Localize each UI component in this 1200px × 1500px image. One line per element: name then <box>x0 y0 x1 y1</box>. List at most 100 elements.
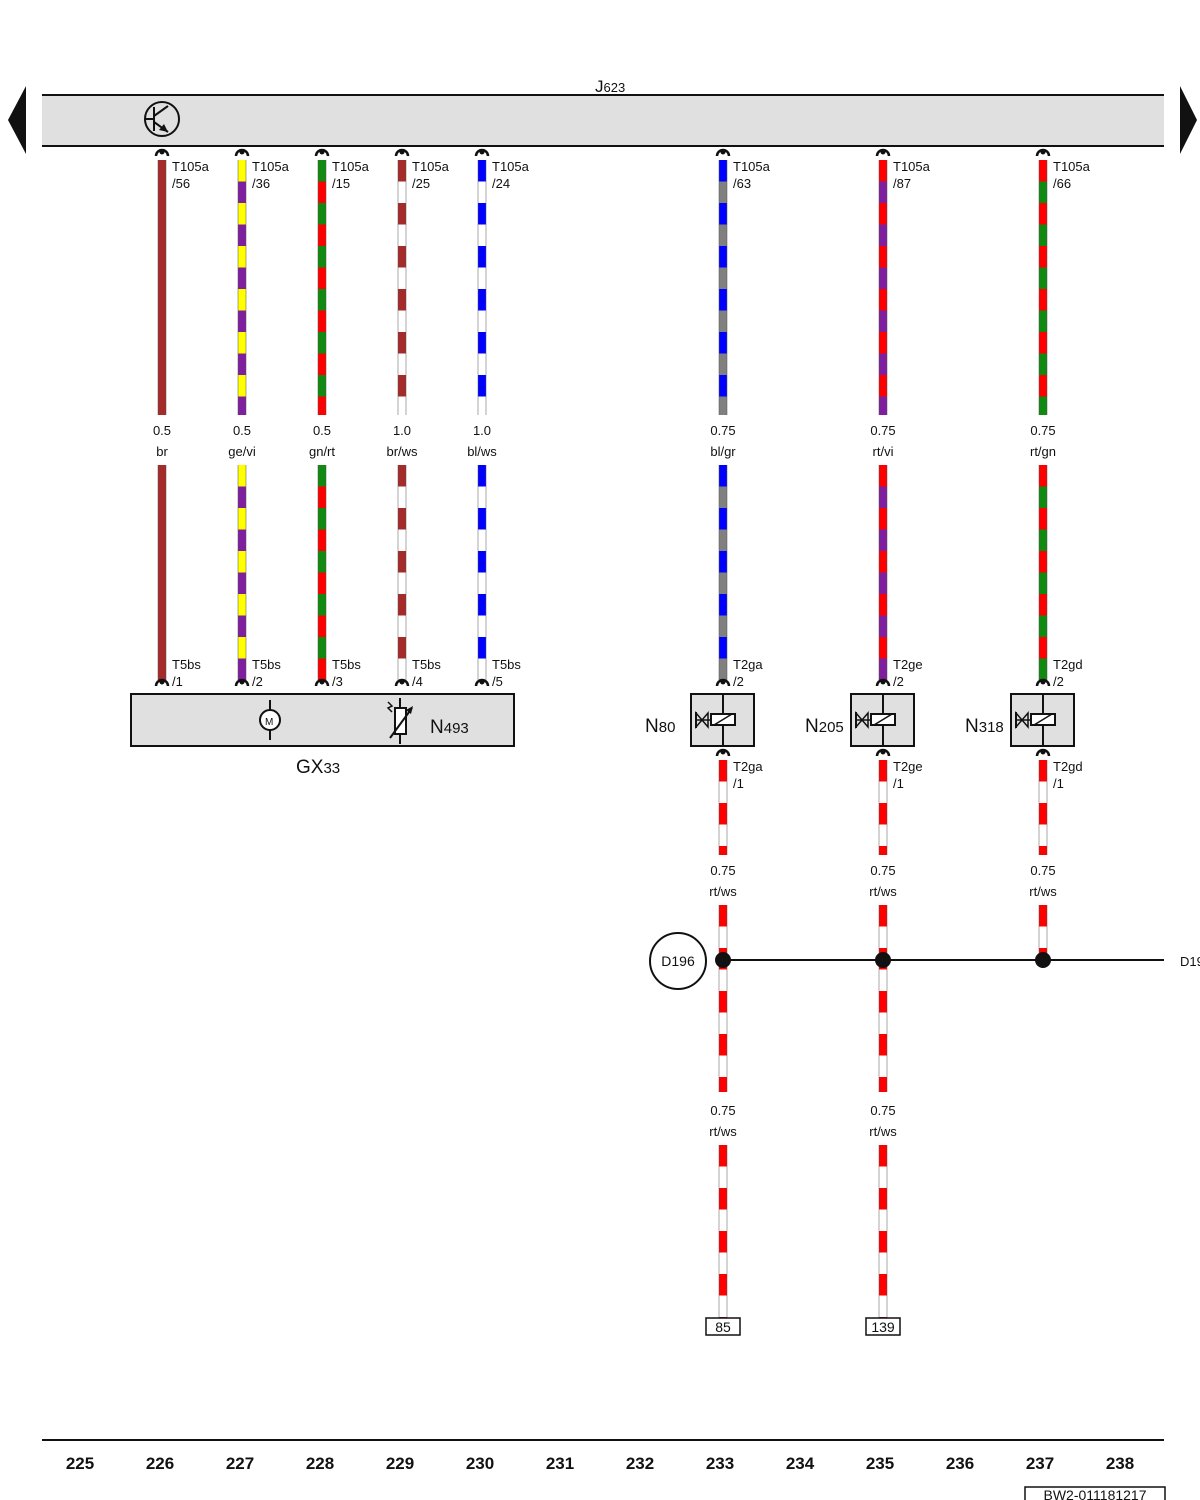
wire-color-label: ge/vi <box>228 444 256 459</box>
top-pin-label: /24 <box>492 176 510 191</box>
wire-size-label: 0.75 <box>710 1103 735 1118</box>
valve-pin-label: /1 <box>893 776 904 791</box>
wire-color-label: rt/gn <box>1030 444 1056 459</box>
wire-size-label: 0.75 <box>870 863 895 878</box>
control-unit-j623: J623 <box>42 77 1164 147</box>
top-pin-label: /56 <box>172 176 190 191</box>
top-pin-label: /15 <box>332 176 350 191</box>
column-number: 227 <box>226 1454 254 1473</box>
column-number: 229 <box>386 1454 414 1473</box>
reference-box-139[interactable]: 139 <box>865 1317 901 1336</box>
wire-size-label: 1.0 <box>473 423 491 438</box>
solenoid-valve-icon <box>1015 694 1056 746</box>
column-number: 234 <box>786 1454 815 1473</box>
junction-d196: D196 D19 <box>649 932 1200 990</box>
valve-label-n80: N80 <box>645 716 675 737</box>
wire-color-label: br <box>156 444 168 459</box>
bottom-pin-label: /2 <box>1053 674 1064 689</box>
wire-size-label: 0.75 <box>710 423 735 438</box>
motor-unit-label: GX33 <box>296 757 340 778</box>
top-connector-label: T105a <box>492 159 530 174</box>
potentiometer-icon <box>386 698 413 744</box>
valve-label-n205: N205 <box>805 716 844 737</box>
transistor-icon <box>144 101 180 137</box>
column-number: 235 <box>866 1454 894 1473</box>
bottom-connector-label: T2gd <box>1053 657 1083 672</box>
top-pin-label: /87 <box>893 176 911 191</box>
valve-n318: N318 <box>965 693 1075 747</box>
next-page-arrow-icon[interactable] <box>1180 86 1197 154</box>
column-number: 231 <box>546 1454 574 1473</box>
bottom-pin-label: /1 <box>172 674 183 689</box>
column-number: 233 <box>706 1454 734 1473</box>
bottom-connector-label: T5bs <box>332 657 361 672</box>
bottom-pin-label: /5 <box>492 674 503 689</box>
valve-connector-label: T2ga <box>733 759 763 774</box>
wire-size-label: 0.75 <box>1030 423 1055 438</box>
valve-n205: N205 <box>805 693 915 747</box>
solenoid-valve-icon <box>855 694 896 746</box>
bottom-pin-label: /2 <box>733 674 744 689</box>
column-number: 232 <box>626 1454 654 1473</box>
top-pin-label: /36 <box>252 176 270 191</box>
wire-color-label: rt/ws <box>709 1124 737 1139</box>
valve-connector-label: T2gd <box>1053 759 1083 774</box>
wire-size-label: 0.75 <box>1030 863 1055 878</box>
top-pin-label: /25 <box>412 176 430 191</box>
junction-dot <box>715 952 731 968</box>
sensor-label: N493 <box>430 717 469 738</box>
wire-size-label: 0.75 <box>710 863 735 878</box>
column-number: 237 <box>1026 1454 1054 1473</box>
column-number: 225 <box>66 1454 94 1473</box>
wire-size-label: 0.5 <box>233 423 251 438</box>
svg-text:85: 85 <box>715 1319 731 1335</box>
wire-color-label: br/ws <box>386 444 418 459</box>
top-pin-label: /63 <box>733 176 751 191</box>
wire-size-label: 0.5 <box>313 423 331 438</box>
wire-size-label: 0.75 <box>870 423 895 438</box>
top-connector-label: T105a <box>252 159 290 174</box>
bottom-connector-label: T2ge <box>893 657 923 672</box>
bottom-pin-label: /2 <box>893 674 904 689</box>
document-reference: BW2-011181217 <box>1024 1486 1166 1500</box>
wire-size-label: 0.5 <box>153 423 171 438</box>
bottom-connector-label: T5bs <box>412 657 441 672</box>
reference-box-85[interactable]: 85 <box>705 1317 741 1336</box>
junction-dot <box>1035 952 1051 968</box>
column-number: 228 <box>306 1454 334 1473</box>
svg-text:BW2-011181217: BW2-011181217 <box>1044 1487 1147 1500</box>
wire-color-label: rt/ws <box>1029 884 1057 899</box>
top-connector-label: T105a <box>1053 159 1091 174</box>
bottom-connector-label: T5bs <box>172 657 201 672</box>
bottom-connector-label: T5bs <box>252 657 281 672</box>
valve-connector-label: T2ge <box>893 759 923 774</box>
column-number: 238 <box>1106 1454 1134 1473</box>
top-connector-label: T105a <box>172 159 210 174</box>
top-connector-label: T105a <box>412 159 450 174</box>
svg-text:M: M <box>265 717 273 728</box>
bottom-pin-label: /3 <box>332 674 343 689</box>
bottom-pin-label: /4 <box>412 674 423 689</box>
junction-continuation-label[interactable]: D19 <box>1180 954 1200 969</box>
previous-page-arrow-icon[interactable] <box>8 86 26 154</box>
wire-color-label: bl/gr <box>710 444 736 459</box>
bottom-connector-label: T2ga <box>733 657 763 672</box>
svg-text:139: 139 <box>871 1319 895 1335</box>
bottom-connector-label: T5bs <box>492 657 521 672</box>
wire-size-label: 0.75 <box>870 1103 895 1118</box>
control-unit-label: J623 <box>595 77 625 96</box>
top-pin-label: /66 <box>1053 176 1071 191</box>
valve-pin-label: /1 <box>1053 776 1064 791</box>
valve-pin-label: /1 <box>733 776 744 791</box>
